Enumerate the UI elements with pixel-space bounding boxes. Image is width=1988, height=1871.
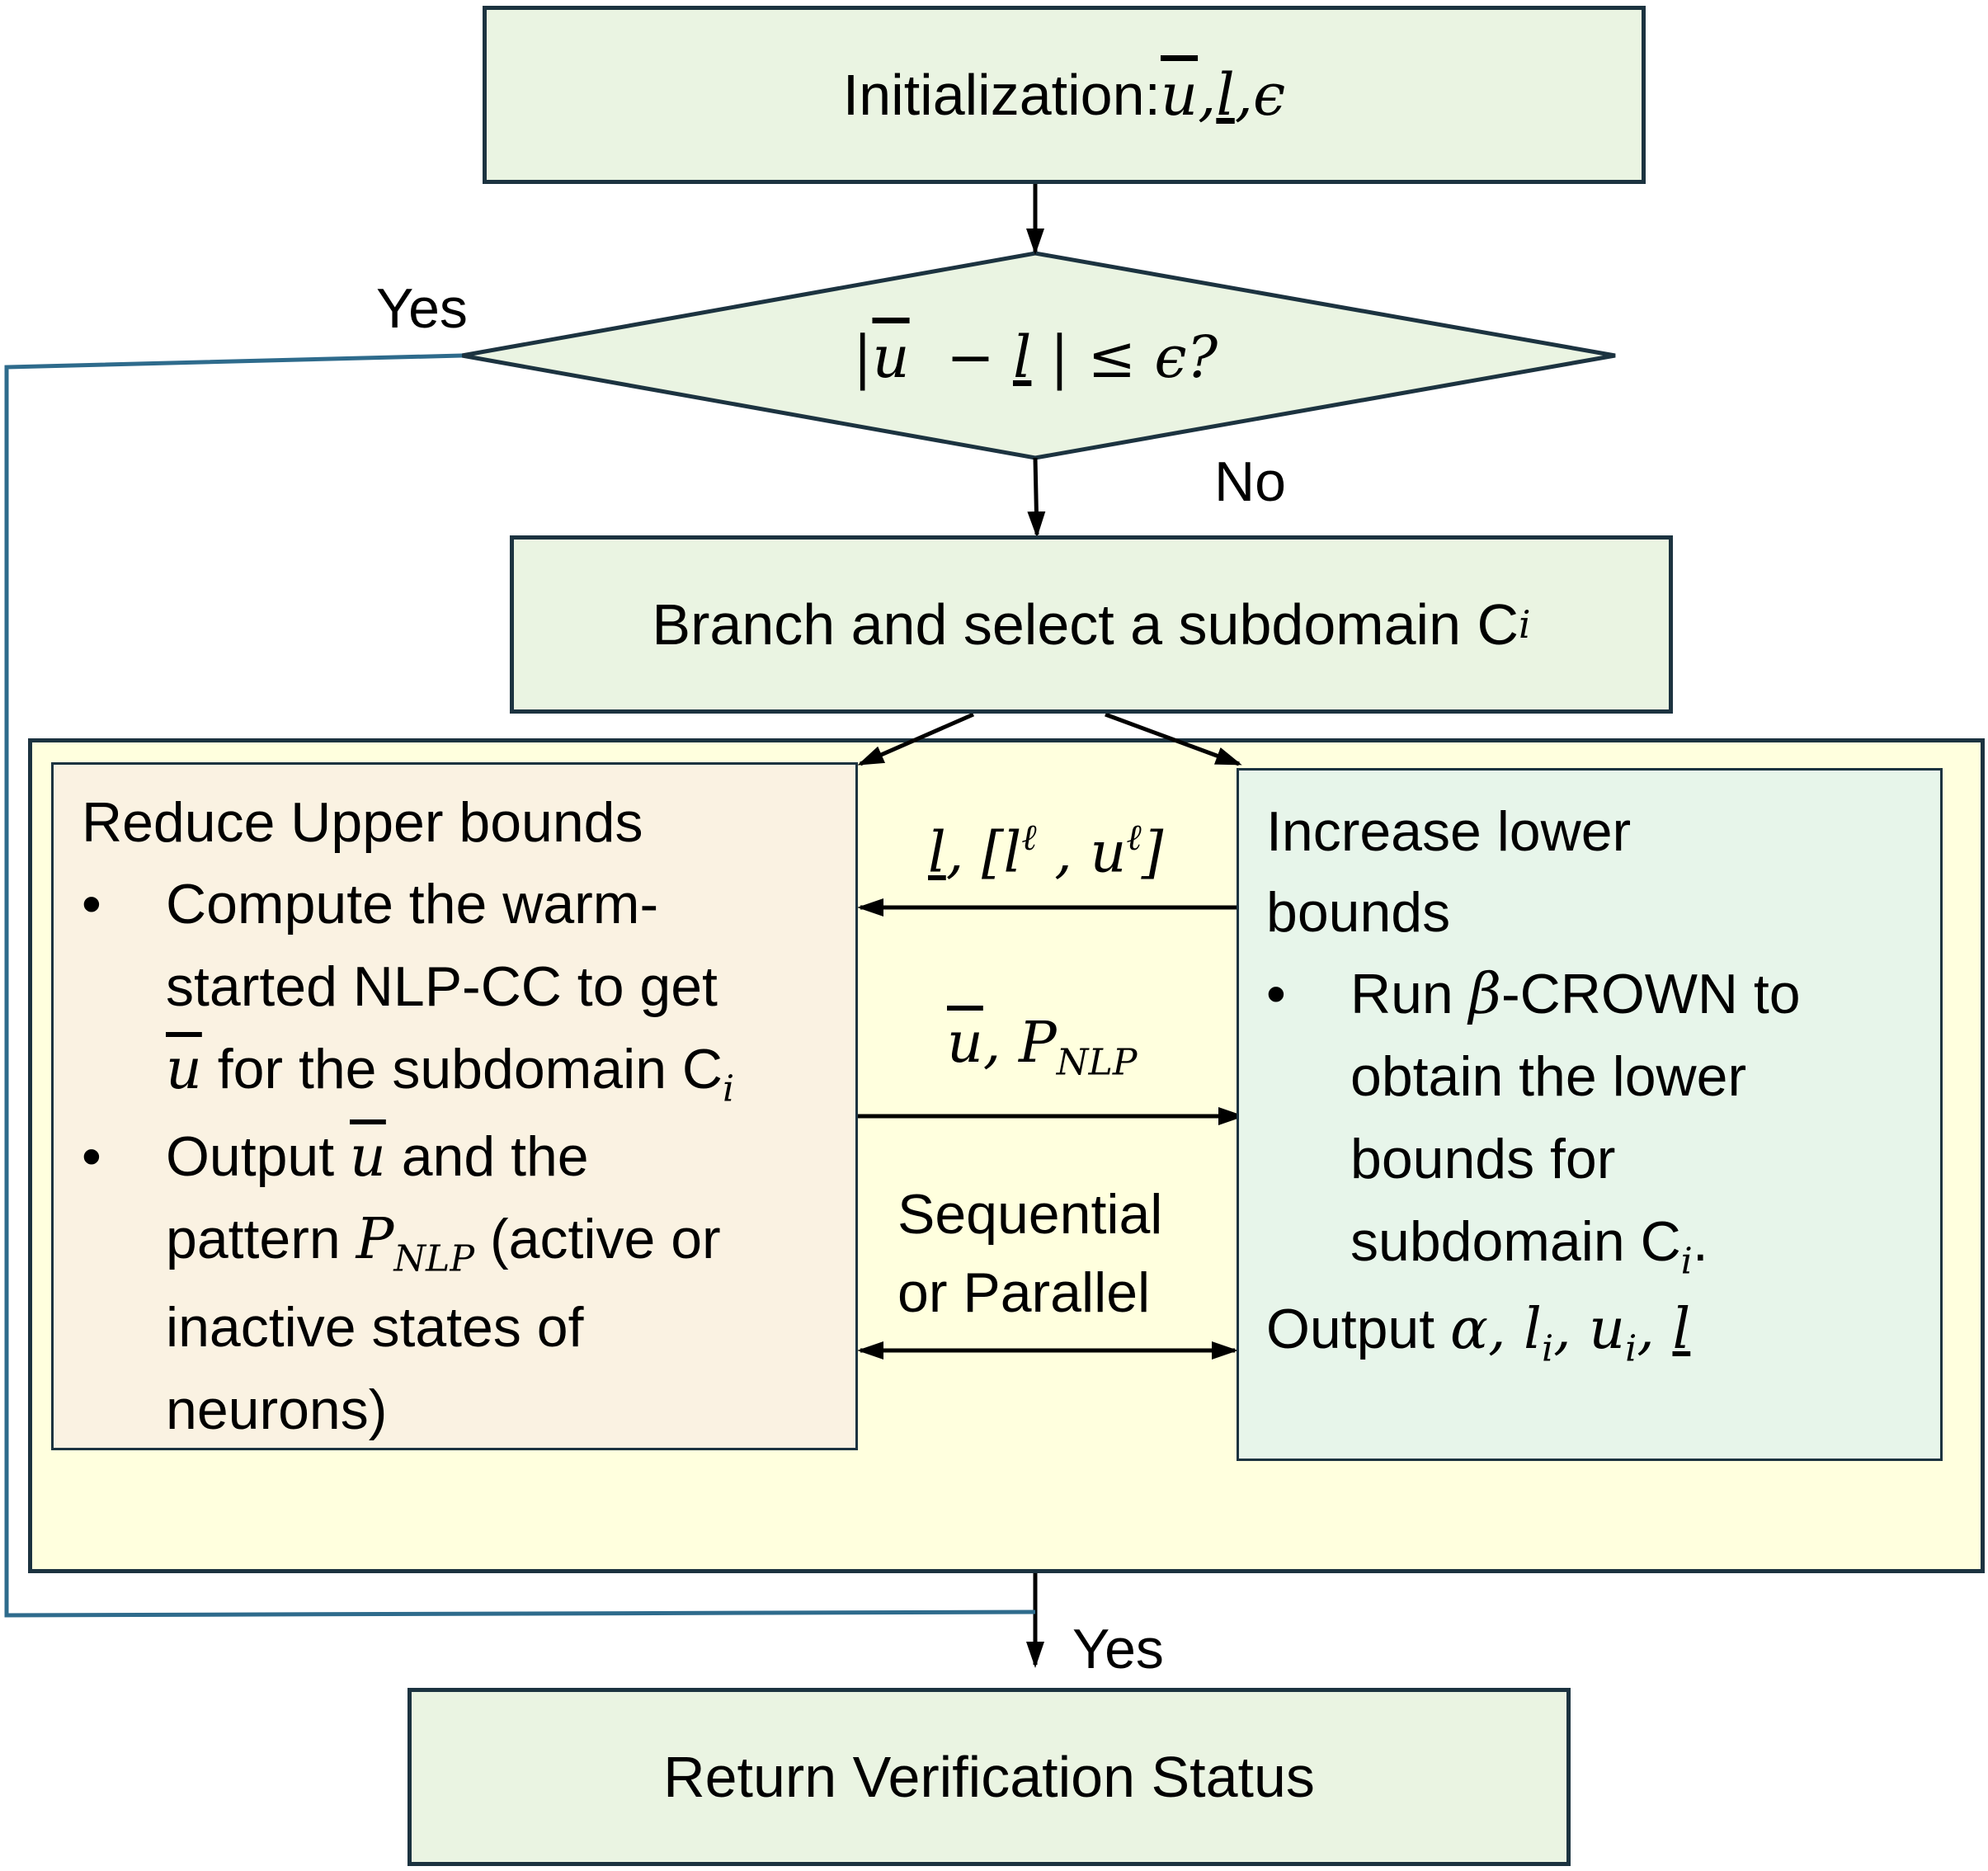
no-label: No <box>1214 450 1286 513</box>
step-text: and the <box>385 1125 589 1189</box>
step-text: Compute the warm- <box>166 872 659 936</box>
panel-title-line: bounds <box>1266 880 1451 944</box>
initialization-label: Initialization: <box>842 63 1161 127</box>
step-text: Output <box>166 1125 351 1189</box>
output-symbols: α, l <box>1450 1297 1542 1363</box>
lower-bound-symbol: l <box>1012 323 1032 391</box>
lower-bound-steps: Run β-CROWN to obtain the lower bounds f… <box>1266 954 1924 1289</box>
return-status-box: Return Verification Status <box>407 1688 1571 1866</box>
step-text: for the subdomain <box>201 1037 682 1100</box>
upper-bound-symbol: u <box>166 1036 202 1102</box>
minus-sign: − <box>909 323 1013 391</box>
epsilon-symbol: ϵ <box>1253 61 1286 129</box>
subdomain-subscript: i <box>1680 1240 1693 1283</box>
abs-bar: | <box>852 323 873 391</box>
step-text: pattern <box>166 1208 356 1271</box>
separator: , <box>1198 61 1217 129</box>
layer-superscript: ℓ <box>1126 817 1142 859</box>
subdomain-symbol: C <box>681 1037 723 1100</box>
output-label: Output <box>1266 1298 1451 1361</box>
yes-label-top: Yes <box>376 277 468 340</box>
step-text: -CROWN to <box>1500 962 1801 1025</box>
list-item: Output u and the pattern PNLP (active or… <box>82 1116 831 1451</box>
subdomain-symbol: C <box>1640 1209 1681 1273</box>
message-symbols: , u <box>1036 820 1127 886</box>
panel-title: Increase lower bounds <box>1266 792 1924 954</box>
reduce-upper-bounds-panel: Reduce Upper bounds Compute the warm- st… <box>51 762 858 1450</box>
step-text: inactive states of <box>166 1295 584 1359</box>
branch-label: Branch and select a subdomain <box>652 592 1477 657</box>
output-symbols: , u <box>1553 1297 1626 1363</box>
mode-text: or Parallel <box>897 1261 1151 1325</box>
separator: , <box>1234 61 1253 129</box>
decision-diamond <box>461 251 1616 460</box>
output-subscript: i <box>1541 1327 1554 1370</box>
lower-bound-symbol: l <box>1672 1297 1691 1363</box>
panel-title: Reduce Upper bounds <box>82 791 643 854</box>
message-symbols: ] <box>1141 820 1164 886</box>
step-text: subdomain <box>1350 1209 1641 1273</box>
upper-bound-symbol: u <box>947 1011 983 1076</box>
output-subscript: i <box>1625 1327 1637 1370</box>
pattern-subscript: NLP <box>393 1237 475 1280</box>
upper-bound-message: u, PNLP <box>947 1011 1138 1083</box>
step-text: (active or <box>474 1208 721 1271</box>
message-symbols: , P <box>982 1011 1057 1076</box>
upper-bound-symbol: u <box>1160 61 1199 129</box>
pattern-symbol: P <box>356 1207 394 1273</box>
message-symbols: , [l <box>945 820 1022 886</box>
lower-bound-symbol: l <box>1216 61 1235 129</box>
initialization-text: Initialization: u , l , ϵ <box>487 10 1642 180</box>
execution-mode-label: Sequential or Parallel <box>897 1176 1162 1332</box>
arrow-branch-to-right <box>1105 712 1242 766</box>
yes-loop-line <box>4 353 1036 1618</box>
step-text: obtain the lower <box>1350 1044 1747 1108</box>
step-text: . <box>1692 1209 1708 1273</box>
lower-bound-symbol: l <box>928 820 946 886</box>
initialization-box: Initialization: u , l , ϵ <box>483 6 1646 184</box>
step-text: neurons) <box>166 1378 388 1441</box>
layer-superscript: ℓ <box>1021 817 1037 859</box>
arrow-branch-to-left <box>857 712 975 766</box>
subdomain-subscript: i <box>723 1067 735 1110</box>
step-text: Run <box>1350 962 1469 1025</box>
increase-lower-bounds-panel: Increase lower bounds Run β-CROWN to obt… <box>1237 768 1943 1461</box>
upper-bound-symbol: u <box>872 323 910 391</box>
decision-condition: | u − l | ≤ ϵ? <box>627 323 1444 391</box>
beta-symbol: β <box>1468 961 1501 1027</box>
list-item: Compute the warm- started NLP-CC to get … <box>82 864 831 1116</box>
mode-text: Sequential <box>897 1183 1163 1246</box>
panel-title-line: Increase lower <box>1266 800 1632 863</box>
output-symbols: , <box>1637 1297 1673 1363</box>
subdomain-subscript: i <box>1519 602 1531 647</box>
lower-bounds-message: l, [lℓ , uℓ] <box>928 817 1163 886</box>
condition-rest: | ≤ ϵ? <box>1031 323 1218 391</box>
step-text: started NLP-CC to get <box>166 954 718 1018</box>
arrow-decision-to-branch <box>1027 457 1046 538</box>
upper-bound-symbol: u <box>350 1124 386 1190</box>
lower-bound-output: Output α, li, ui, l <box>1266 1289 1924 1376</box>
step-text: bounds for <box>1350 1127 1616 1190</box>
list-item: Run β-CROWN to obtain the lower bounds f… <box>1266 954 1924 1289</box>
yes-label-bottom: Yes <box>1072 1618 1164 1680</box>
subdomain-symbol: C <box>1477 592 1519 657</box>
upper-bound-steps: Compute the warm- started NLP-CC to get … <box>82 864 831 1452</box>
return-status-text: Return Verification Status <box>663 1745 1315 1809</box>
pattern-subscript: NLP <box>1056 1041 1138 1084</box>
